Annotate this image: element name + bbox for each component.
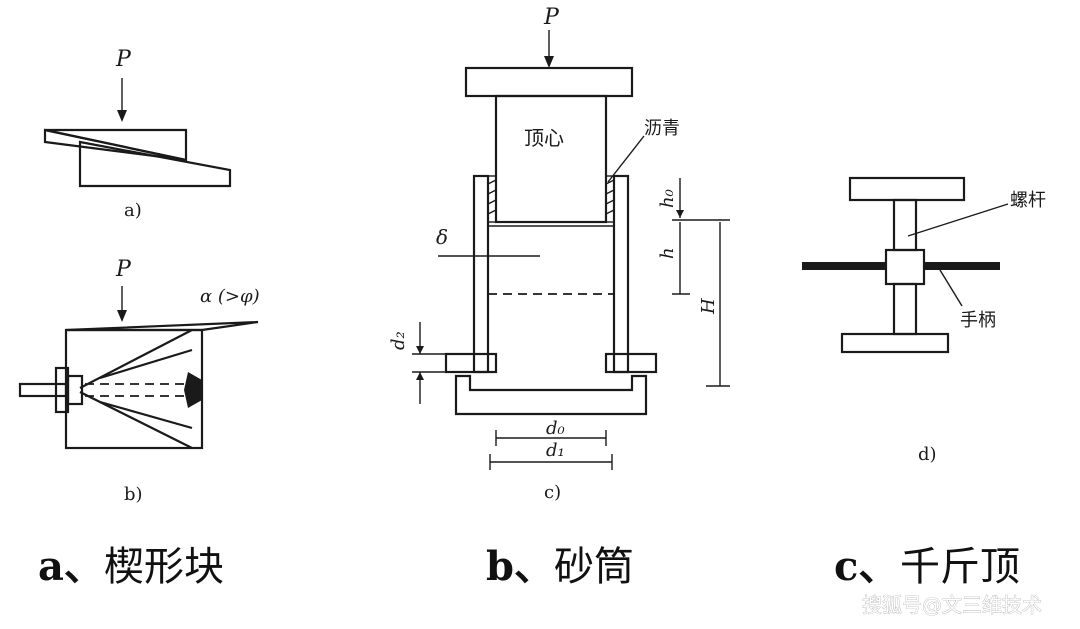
diagram-c-d1-label: d₁ [546, 440, 565, 461]
diagram-c-bottom-tray [454, 374, 648, 416]
diagram-d-handle-left [802, 262, 886, 270]
diagram-d-top-plate [848, 176, 966, 202]
diagram-d-jack: 螺杆 手柄 d) [802, 176, 1046, 465]
diagram-c-right-seal [605, 175, 615, 223]
diagram-c-sand-cylinder: P 顶心 沥青 [388, 5, 730, 503]
diagram-d-screw-leader [907, 203, 1009, 237]
caption-b-text: 砂筒 [554, 544, 634, 590]
caption-a-text: 楔形块 [104, 544, 224, 590]
diagram-c-h0-arrow [676, 210, 684, 218]
diagram-b-top-wedge-tip [65, 320, 259, 332]
diagram-c-h0-label: h₀ [657, 189, 678, 208]
diagram-b-inner-upper [99, 348, 193, 380]
diagram-a-lower-wedge [78, 140, 232, 188]
diagram-c-right-wall [612, 174, 630, 374]
diagram-d-nut-block [884, 248, 926, 286]
diagram-c-asphalt-leader [607, 135, 645, 183]
diagram-b-caption: b) [124, 484, 143, 505]
diagram-d-handle-leader [939, 269, 963, 307]
diagram-c-top-cap [464, 66, 634, 98]
diagram-b-bolt-shaft [18, 382, 68, 398]
diagram-c-caption: c) [544, 482, 561, 503]
diagram-c-left-seal [487, 175, 497, 223]
caption-row: a、 楔形块 b、 砂筒 c、 千斤顶 [38, 543, 1020, 590]
diagram-c-core-label: 顶心 [524, 126, 564, 150]
diagram-d-base-plate [840, 332, 950, 354]
diagram-c-left-flange [444, 352, 498, 374]
caption-c-text: 千斤顶 [900, 544, 1020, 590]
diagram-a-load-label: P [115, 47, 132, 72]
diagram-c-left-wall [472, 174, 490, 374]
diagram-b-angle-label: α (>φ) [200, 286, 260, 307]
diagram-b-bolted-wedge: P α (>φ) b) [18, 257, 260, 505]
diagram-a-wedge: P a) [43, 47, 232, 221]
watermark: 搜狐号@文三维技术 [862, 593, 1042, 617]
caption-b-letter: b、 [486, 543, 554, 590]
diagram-a-upper-wedge-face [43, 128, 187, 162]
diagram-d-screw-upper [892, 198, 918, 252]
diagram-c-d2-arrow-bottom [416, 372, 424, 380]
diagram-c-asphalt-label: 沥青 [644, 118, 680, 139]
diagram-b-inner-lower [99, 400, 193, 430]
diagram-c-h-label: h [657, 247, 678, 259]
diagram-d-screw-lower [892, 282, 918, 336]
diagram-c-d2-label: d₂ [388, 331, 409, 350]
diagram-b-bolt-head [184, 372, 202, 408]
diagram-a-caption: a) [124, 200, 142, 221]
diagram-b-upper-wedge-line [79, 329, 193, 389]
diagram-d-caption: d) [918, 444, 937, 465]
diagram-c-d2-arrow-top [416, 346, 424, 354]
diagram-d-handle-label: 手柄 [960, 310, 996, 331]
diagram-c-d0-label: d₀ [546, 418, 565, 439]
diagram-b-load-label: P [115, 257, 132, 282]
diagram-c-H-label: H [698, 298, 719, 315]
diagram-b-load-arrowhead [117, 310, 127, 322]
diagram-c-right-flange [604, 352, 658, 374]
diagram-c-load-arrowhead [544, 56, 554, 68]
diagram-d-screw-label: 螺杆 [1010, 190, 1046, 211]
caption-a-letter: a、 [38, 543, 104, 590]
diagram-b-body [64, 328, 204, 450]
diagram-c-load-label: P [543, 5, 560, 30]
diagram-c-delta-label: δ [436, 225, 448, 249]
diagram-b-nut [66, 374, 84, 406]
diagram-b-lower-wedge-line [79, 391, 193, 449]
diagram-a-load-arrowhead [117, 110, 127, 122]
caption-c-letter: c、 [834, 543, 898, 590]
diagram-c-core [494, 94, 608, 224]
diagram-d-handle-right [924, 262, 1000, 270]
